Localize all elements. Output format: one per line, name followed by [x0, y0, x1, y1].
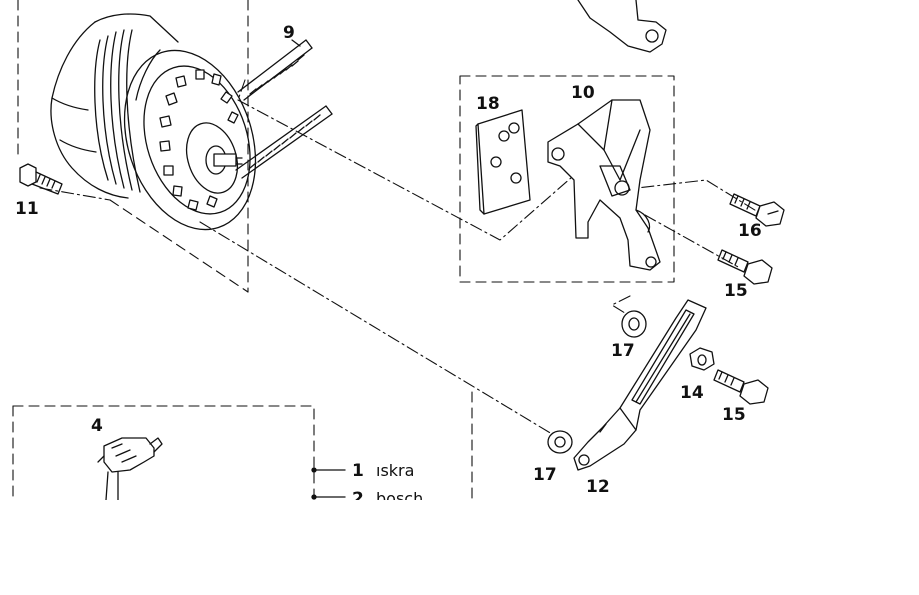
label-12: 12 — [586, 477, 610, 497]
part-labels: 9 10 18 11 16 15 17 14 15 17 12 4 1 ıskr… — [15, 23, 762, 509]
through-bolts — [235, 39, 333, 179]
label-17-upper: 17 — [611, 341, 635, 361]
nut-14 — [689, 347, 715, 371]
regulator-4 — [97, 437, 163, 500]
label-18: 18 — [476, 94, 500, 114]
bolt-15-lower — [713, 369, 769, 405]
bracket-group-box — [459, 75, 675, 283]
washer-17-upper — [621, 310, 647, 338]
upper-bracket — [577, 0, 667, 53]
bolt-15-upper — [717, 249, 773, 285]
label-2: 2 — [352, 489, 364, 502]
label-16: 16 — [738, 221, 762, 241]
leader-9 — [291, 39, 301, 47]
alternator — [50, 13, 257, 231]
label-10: 10 — [571, 83, 595, 103]
blank-margin — [0, 502, 919, 595]
alternator-group-box — [17, 0, 249, 293]
variant-text-1: ıskra — [376, 461, 414, 480]
crop-edge — [0, 500, 919, 502]
bracket-10 — [547, 99, 661, 271]
label-15-lower: 15 — [722, 405, 746, 425]
bolt-16 — [729, 193, 785, 227]
assembly-lines — [39, 79, 759, 441]
label-4: 4 — [91, 416, 103, 436]
variant-leaders — [311, 467, 346, 500]
label-15-upper: 15 — [724, 281, 748, 301]
label-9: 9 — [283, 23, 295, 43]
label-1: 1 — [352, 461, 364, 481]
diagram-sheet: 9 10 18 11 16 15 17 14 15 17 12 4 1 ıskr… — [0, 0, 919, 509]
bolt-11 — [19, 163, 63, 195]
label-17-lower: 17 — [533, 465, 557, 485]
regulator-group-box — [12, 391, 473, 500]
diagram-drawing: 9 10 18 11 16 15 17 14 15 17 12 4 1 ıskr… — [0, 0, 919, 509]
strap-12 — [573, 299, 707, 471]
plate-18 — [475, 109, 531, 215]
label-11: 11 — [15, 199, 39, 219]
washer-17-lower — [547, 430, 573, 454]
label-14: 14 — [680, 383, 704, 403]
